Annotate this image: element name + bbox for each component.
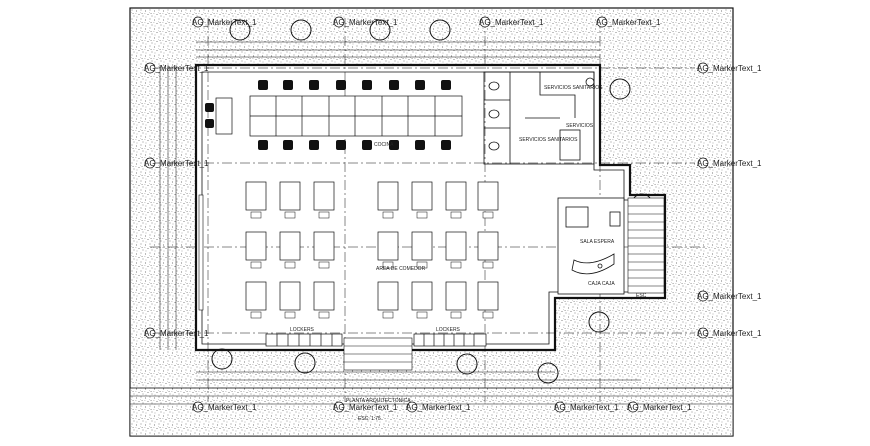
stair-label: ESC bbox=[636, 293, 647, 299]
grid-marker-bottom-2: AG_MarkerText_1 bbox=[333, 401, 398, 413]
meeting-table bbox=[249, 95, 463, 137]
grid-marker-right-4: AG_MarkerText_1 bbox=[697, 327, 762, 339]
lockers-right-label: LOCKERS bbox=[436, 327, 461, 333]
plan-title: PLANTA ARQUITECTONICA bbox=[346, 398, 411, 404]
svg-text:AG_MarkerText_1: AG_MarkerText_1 bbox=[554, 403, 619, 412]
lockers-left-label: LOCKERS bbox=[290, 327, 315, 333]
grid-marker-bottom-3: AG_MarkerText_1 bbox=[406, 401, 471, 413]
sign-mid-label: SERVICIOS SANITARIOS bbox=[519, 137, 578, 143]
svg-text:AG_MarkerText_1: AG_MarkerText_1 bbox=[479, 18, 544, 27]
plan-scale: ESC: 1:75 bbox=[358, 416, 381, 422]
svg-text:AG_MarkerText_1: AG_MarkerText_1 bbox=[144, 329, 209, 338]
bathroom-block bbox=[483, 71, 595, 165]
bathrooms-label: SERVICIOS bbox=[566, 123, 594, 129]
grid-marker-bottom-5: AG_MarkerText_1 bbox=[627, 401, 692, 413]
svg-text:AG_MarkerText_1: AG_MarkerText_1 bbox=[697, 159, 762, 168]
cashier-label: CAJA CAJA bbox=[588, 281, 615, 287]
grid-marker-right-3: AG_MarkerText_1 bbox=[697, 290, 762, 302]
svg-text:AG_MarkerText_1: AG_MarkerText_1 bbox=[192, 403, 257, 412]
svg-text:AG_MarkerText_1: AG_MarkerText_1 bbox=[697, 292, 762, 301]
sidewalk-band bbox=[129, 387, 734, 437]
grid-marker-left-top: AG_MarkerText_1 bbox=[144, 62, 209, 74]
svg-text:AG_MarkerText_1: AG_MarkerText_1 bbox=[697, 64, 762, 73]
grid-marker-bottom-4: AG_MarkerText_1 bbox=[554, 401, 619, 413]
svg-text:AG_MarkerText_1: AG_MarkerText_1 bbox=[596, 18, 661, 27]
svg-text:AG_MarkerText_1: AG_MarkerText_1 bbox=[192, 18, 257, 27]
grid-marker-bottom-1: AG_MarkerText_1 bbox=[192, 401, 257, 413]
grid-marker-top-3: AG_MarkerText_1 bbox=[479, 16, 544, 28]
dining-tables bbox=[245, 181, 499, 311]
svg-text:AG_MarkerText_1: AG_MarkerText_1 bbox=[406, 403, 471, 412]
grid-marker-top-4: AG_MarkerText_1 bbox=[596, 16, 661, 28]
kitchen-label: COCINA bbox=[374, 142, 394, 148]
grid-marker-top-1: AG_MarkerText_1 bbox=[192, 16, 257, 28]
svg-text:AG_MarkerText_1: AG_MarkerText_1 bbox=[333, 18, 398, 27]
waiting-room-label: SALA ESPERA bbox=[580, 239, 615, 245]
svg-text:AG_MarkerText_1: AG_MarkerText_1 bbox=[333, 403, 398, 412]
entrance-steps bbox=[343, 337, 413, 371]
grid-marker-top-2: AG_MarkerText_1 bbox=[333, 16, 398, 28]
sign-top-label: SERVICIOS SANITARIOS bbox=[544, 85, 603, 91]
svg-text:AG_MarkerText_1: AG_MarkerText_1 bbox=[144, 159, 209, 168]
grid-marker-left-mid: AG_MarkerText_1 bbox=[144, 157, 209, 169]
svg-text:AG_MarkerText_1: AG_MarkerText_1 bbox=[697, 329, 762, 338]
svg-text:AG_MarkerText_1: AG_MarkerText_1 bbox=[627, 403, 692, 412]
svg-text:AG_MarkerText_1: AG_MarkerText_1 bbox=[144, 64, 209, 73]
side-desk bbox=[215, 97, 233, 135]
grid-marker-right-2: AG_MarkerText_1 bbox=[697, 157, 762, 169]
chairs bbox=[205, 80, 451, 150]
grid-marker-right-1: AG_MarkerText_1 bbox=[697, 62, 762, 74]
dining-chairs bbox=[250, 211, 494, 319]
grid-marker-left-bottom: AG_MarkerText_1 bbox=[144, 327, 209, 339]
lockers bbox=[265, 333, 487, 347]
waiting-room bbox=[557, 197, 625, 295]
dining-area-label: AREA DE COMEDOR bbox=[376, 266, 426, 272]
stair bbox=[627, 197, 665, 294]
